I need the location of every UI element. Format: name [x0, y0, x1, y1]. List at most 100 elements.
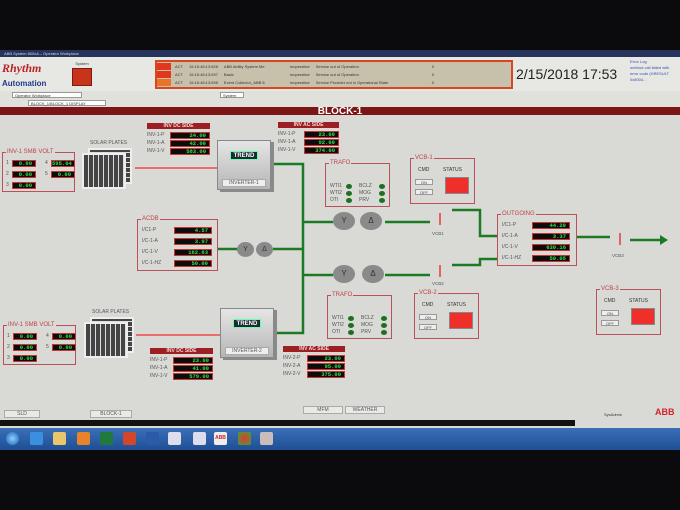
value-display: 95.00: [307, 362, 345, 370]
vcb3-on-button[interactable]: ON: [601, 310, 619, 316]
value-label: I/C1-P: [142, 227, 157, 233]
value-label: INV-2-A: [283, 363, 301, 369]
smb-value: 0.00: [12, 181, 36, 189]
scada-screen: ABB System 800xA – Operator Workplace Rh…: [0, 50, 680, 450]
vcb2-cmd-label: CMD: [422, 302, 434, 308]
internet-explorer-icon[interactable]: [30, 432, 43, 445]
display-path-input[interactable]: BLOCK_1/BLOCK_1 DISPLAY: [28, 100, 106, 106]
smb-value: 0.00: [13, 332, 37, 340]
vcb1-off-button[interactable]: OFF: [415, 189, 433, 195]
status-led: [381, 323, 387, 328]
inverter2-trend-button[interactable]: TREND: [233, 319, 261, 328]
value-label: I/C-1-V: [142, 249, 158, 255]
utility-icon[interactable]: [260, 432, 273, 445]
transformer-delta-2[interactable]: Δ: [362, 265, 384, 283]
transformer-delta-1[interactable]: Δ: [360, 212, 382, 230]
user-status: SysAdmin: [604, 412, 623, 417]
file-explorer-icon[interactable]: [53, 432, 66, 445]
powerpoint-icon[interactable]: [123, 432, 136, 445]
vcb3-cmd-label: CMD: [604, 298, 616, 304]
value-display: 374.00: [304, 146, 339, 154]
system-alarm-button[interactable]: System: [70, 61, 94, 87]
vcb3-status-indicator: [631, 308, 655, 325]
tab-block-1[interactable]: BLOCK-1: [90, 410, 132, 418]
status-led: [379, 184, 385, 189]
vcb1-status-label: STATUS: [443, 167, 462, 173]
value-display: 42.00: [170, 139, 210, 147]
solar-plates-1[interactable]: SOLAR PLATES: [82, 140, 134, 190]
solar-plate-front: [82, 153, 126, 189]
alarm-severity-icon: [157, 70, 171, 78]
alarm-condition: Inoperative: [289, 79, 310, 85]
vcb3-off-button[interactable]: OFF: [601, 320, 619, 326]
vcb1-on-button[interactable]: ON: [415, 179, 433, 185]
acdb-transformer-star[interactable]: Y: [237, 242, 254, 257]
value-row: INV-2-A 95.00: [283, 362, 345, 370]
system-icon: [72, 68, 92, 86]
trafo-label: WTI1: [330, 183, 342, 189]
media-player-icon[interactable]: [77, 432, 90, 445]
status-led: [348, 330, 354, 335]
value-display: 4.57: [174, 226, 212, 234]
start-button[interactable]: [6, 432, 19, 445]
alarm-message: Service out of Operation: [315, 63, 359, 69]
status-led: [346, 198, 352, 203]
acdb-transformer-delta[interactable]: Δ: [256, 242, 273, 257]
inverter1-trend-button[interactable]: TREND: [230, 151, 258, 160]
transformer-star-1[interactable]: Y: [333, 212, 355, 230]
solar-plates-label: SOLAR PLATES: [90, 140, 128, 146]
tab-sld[interactable]: SLD: [4, 410, 40, 418]
abb-taskbar-icon[interactable]: ABB: [214, 432, 227, 445]
system-select[interactable]: System: [220, 92, 244, 98]
tab-weather[interactable]: WEATHER: [345, 406, 385, 414]
tab-mfm[interactable]: MFM: [303, 406, 343, 414]
value-label: INV-1-A: [278, 139, 296, 145]
vcb2-off-button[interactable]: OFF: [419, 324, 437, 330]
app-icon[interactable]: [238, 432, 251, 445]
trafo-label: MOG: [359, 190, 371, 196]
word-icon[interactable]: [146, 432, 159, 445]
value-row: I/C1-P 4.57: [142, 226, 212, 234]
workplace-select[interactable]: Operator Workplace: [12, 92, 82, 98]
status-led: [379, 191, 385, 196]
vcb2-label: VCB2: [432, 281, 444, 286]
excel-icon[interactable]: [100, 432, 113, 445]
vcb3-title: VCB-3: [600, 286, 620, 293]
value-label: INV-2-P: [283, 355, 301, 361]
value-display: 24.00: [170, 131, 210, 139]
app-window-icon[interactable]: [168, 432, 181, 445]
value-display: 579.00: [173, 372, 213, 380]
error-log-line: 0x8004...: [630, 77, 647, 82]
date-time: 2/15/2018 17:53: [516, 66, 618, 82]
transformer-star-2[interactable]: Y: [333, 265, 355, 283]
value-label: I/C-1-HZ: [502, 255, 522, 261]
trafo-label: WTI2: [330, 190, 342, 196]
alarm-object: ABB Ability System Me: [223, 63, 265, 69]
status-led: [348, 323, 354, 328]
vcb2-on-button[interactable]: ON: [419, 314, 437, 320]
app-window-icon-2[interactable]: [193, 432, 206, 445]
value-label: INV-1-P: [278, 131, 296, 137]
solar-plates-2[interactable]: SOLAR PLATES: [84, 309, 136, 359]
smb-value: 595.04: [51, 159, 75, 167]
smb2-title: INV-1 SMB VOLT: [7, 322, 56, 329]
